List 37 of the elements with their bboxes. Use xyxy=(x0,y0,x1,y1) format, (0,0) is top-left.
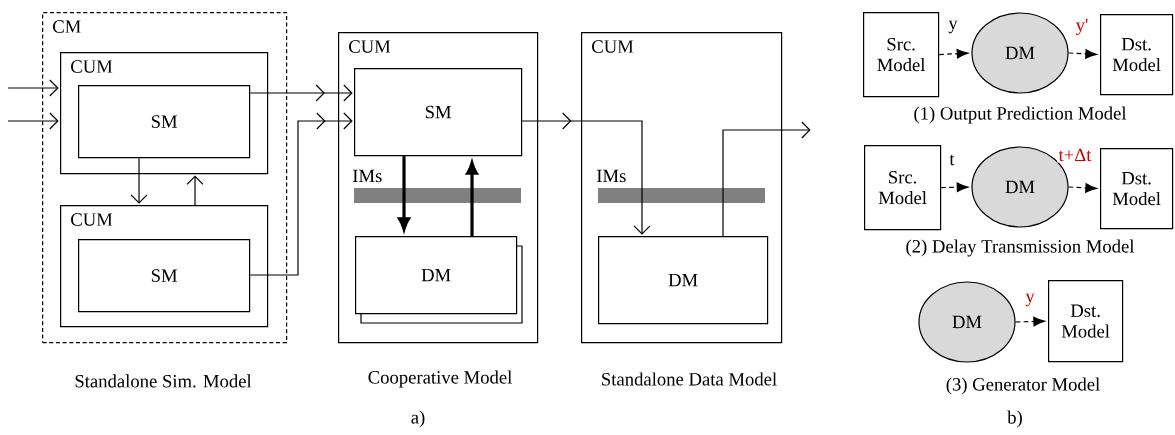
arrow xyxy=(186,175,204,206)
model-box: SM xyxy=(78,239,251,313)
model-box: SM xyxy=(78,85,251,159)
stacked-model-box: DM xyxy=(355,236,523,324)
caption: (1) Output Prediction Model xyxy=(914,106,1127,124)
model-box: SM xyxy=(354,68,523,157)
model-box: Dst. Model xyxy=(1100,14,1174,96)
arrow xyxy=(249,84,353,102)
arrow xyxy=(130,157,148,204)
arrow xyxy=(7,79,59,97)
caption: (3) Generator Model xyxy=(946,377,1100,395)
arrow xyxy=(938,48,969,59)
arrow xyxy=(1015,316,1045,327)
arrow xyxy=(521,112,651,235)
arrow xyxy=(1068,183,1097,193)
model-box: Dst. Model xyxy=(1048,280,1124,363)
edge-label: y' xyxy=(1074,17,1090,37)
edge-label: t xyxy=(948,153,956,167)
caption: (2) Delay Transmission Model xyxy=(906,239,1135,257)
edge-label: y xyxy=(947,19,959,35)
model-box: Dst. Model xyxy=(1100,148,1174,230)
caption: Cooperative Model xyxy=(368,370,512,388)
caption: Standalone Data Model xyxy=(602,372,777,386)
edge-label: y xyxy=(1024,292,1036,308)
arrow xyxy=(249,112,353,276)
caption: Standalone Sim. Model xyxy=(75,374,252,388)
model-box: DM xyxy=(598,236,769,325)
interface-label: IMs xyxy=(596,169,626,183)
arrow xyxy=(1068,49,1097,59)
panel-label: b) xyxy=(1007,410,1022,428)
edge-label: t+Δt xyxy=(1057,147,1093,163)
model-box: Src. Model xyxy=(863,12,940,98)
panel-label: a) xyxy=(411,410,425,428)
arrow xyxy=(7,112,59,130)
model-box: Src. Model xyxy=(864,145,942,231)
arrow xyxy=(722,121,811,237)
arrow xyxy=(940,182,969,193)
